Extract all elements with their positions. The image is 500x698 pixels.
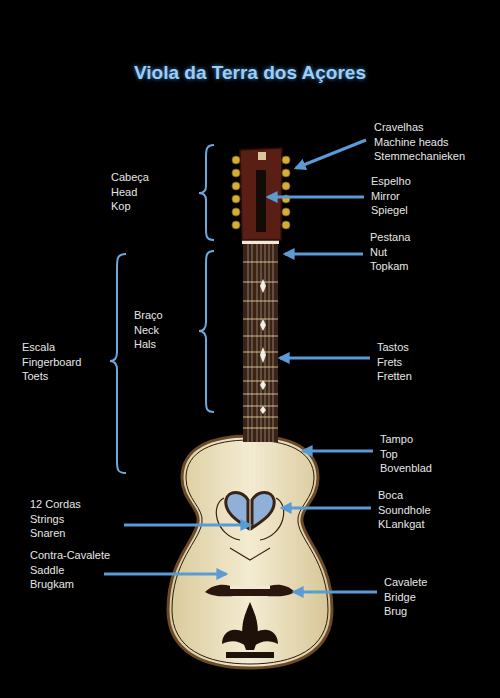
bracket <box>110 145 214 473</box>
guitar-body <box>168 436 332 668</box>
part-label: Top <box>380 448 398 461</box>
part-label: 12 Cordas <box>30 498 81 511</box>
part-label: Stemmechanieken <box>374 150 465 163</box>
part-label: Bovenblad <box>380 462 432 475</box>
part-label: Escala <box>22 341 55 354</box>
part-label: Strings <box>30 513 64 526</box>
part-label: Topkam <box>370 260 409 273</box>
part-label: Boca <box>378 489 403 502</box>
part-label: Fretten <box>377 370 412 383</box>
part-label: Espelho <box>371 175 411 188</box>
part-label: Brugkam <box>30 578 74 591</box>
part-label: Bridge <box>384 591 416 604</box>
part-label: Spiegel <box>371 204 408 217</box>
part-label: Soundhole <box>378 504 431 517</box>
part-label: Cavalete <box>384 576 427 589</box>
part-label: Tampo <box>380 433 413 446</box>
part-label: Head <box>111 186 137 199</box>
part-label: Frets <box>377 356 402 369</box>
part-label: Kop <box>111 200 131 213</box>
part-label: Pestana <box>370 231 410 244</box>
part-label: Cabeça <box>111 171 149 184</box>
part-label: Fingerboard <box>22 356 81 369</box>
part-label: KLankgat <box>378 518 424 531</box>
part-label: Snaren <box>30 527 65 540</box>
part-label: Contra-Cavalete <box>30 549 110 562</box>
part-label: Tastos <box>377 341 409 354</box>
part-label: Nut <box>370 246 387 259</box>
part-label: Neck <box>134 324 159 337</box>
part-label: Braço <box>134 309 163 322</box>
leader-arrow <box>104 140 377 592</box>
part-label: Saddle <box>30 564 64 577</box>
soundhole <box>226 493 274 529</box>
headstock <box>240 148 282 240</box>
bridge <box>205 585 295 597</box>
title: Viola da Terra dos Açores <box>0 62 500 84</box>
part-label: Hals <box>134 338 156 351</box>
part-label: Machine heads <box>374 136 449 149</box>
part-label: Brug <box>384 605 407 618</box>
part-label: Cravelhas <box>374 121 424 134</box>
part-label: Mirror <box>371 190 400 203</box>
part-label: Toets <box>22 370 48 383</box>
